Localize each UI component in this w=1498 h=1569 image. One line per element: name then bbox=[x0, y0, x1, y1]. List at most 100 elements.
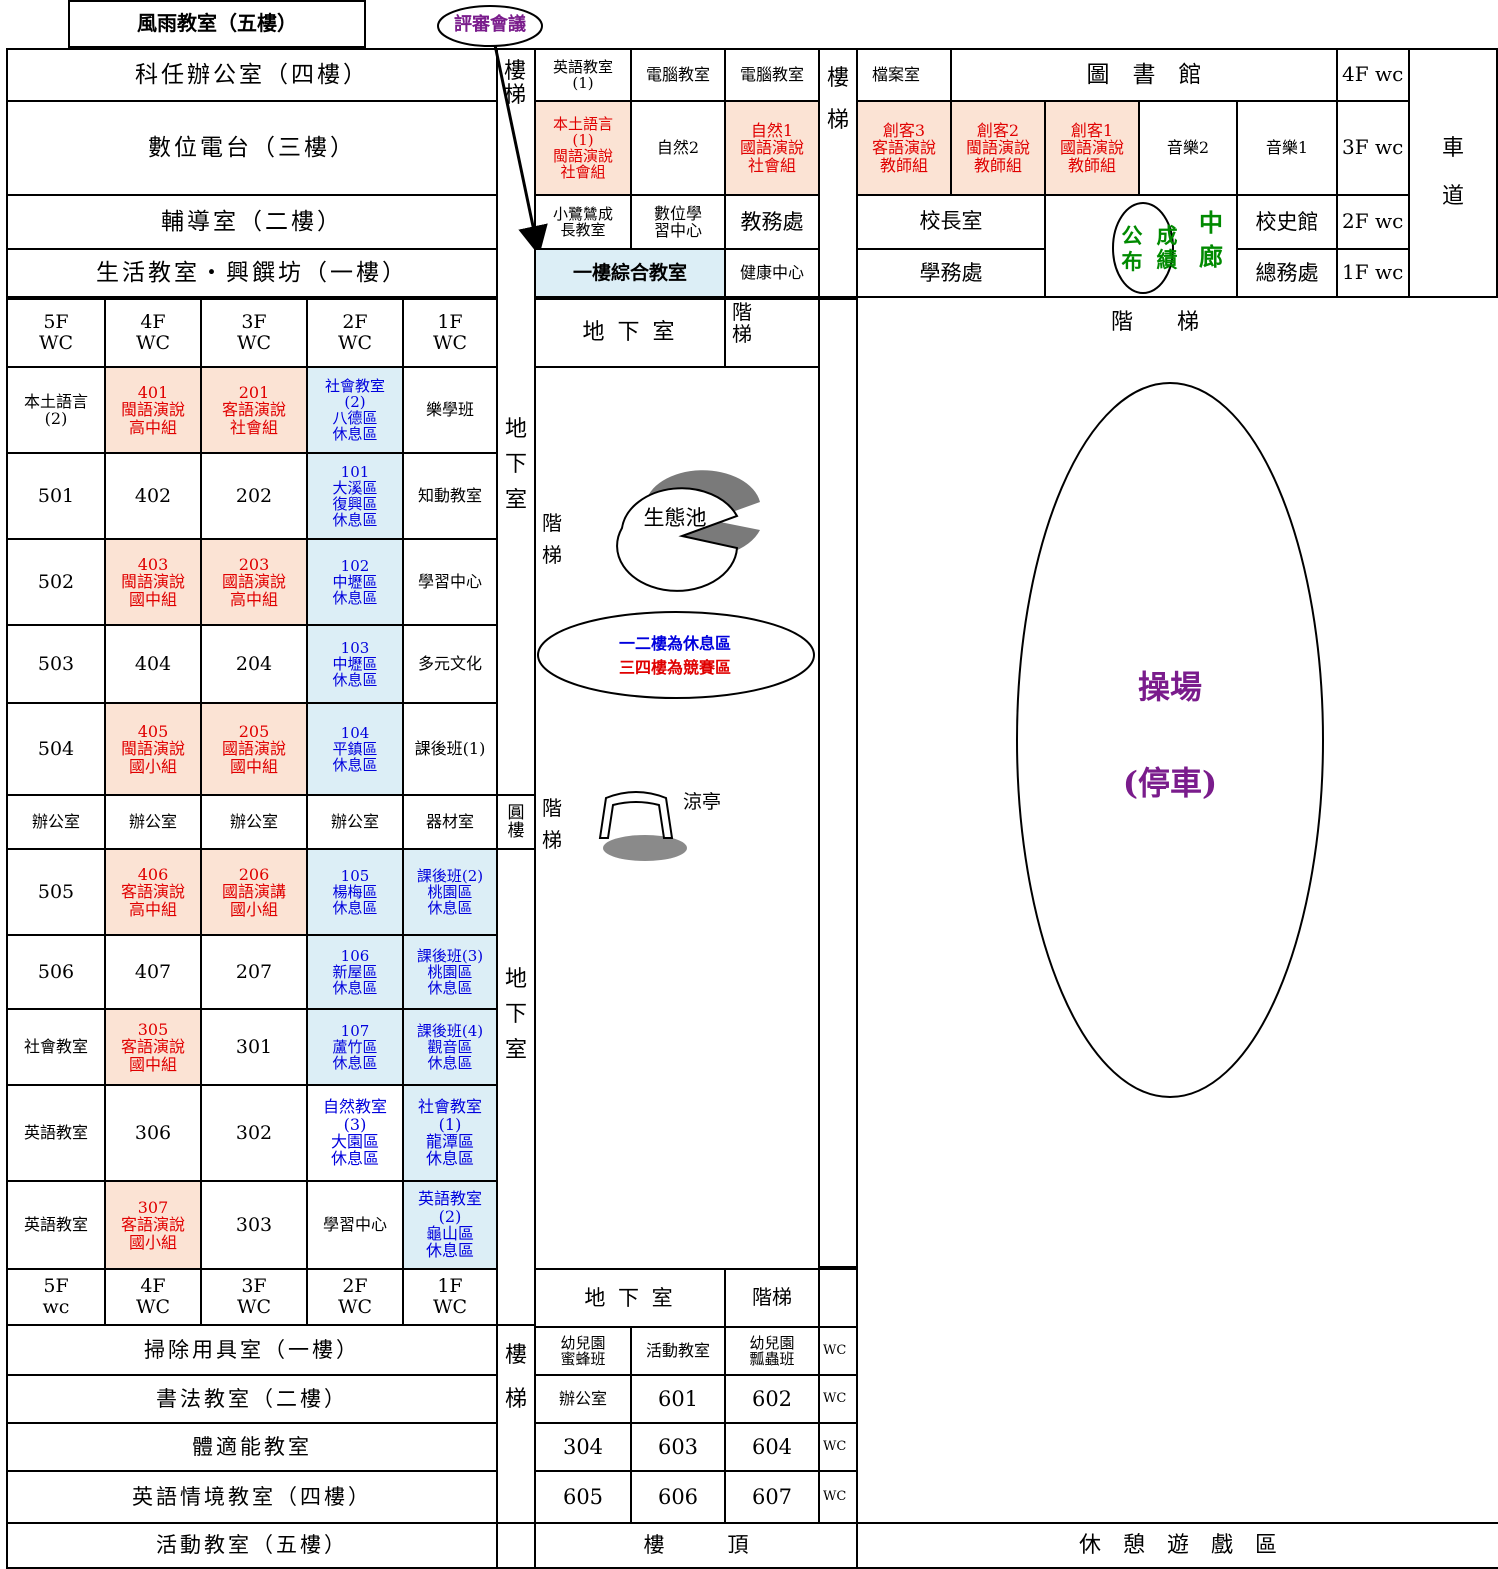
review-arrow bbox=[493, 44, 548, 256]
maker-room-2: 創客2 閩語演說 教師組 bbox=[950, 100, 1046, 196]
room-cell: 辦公室 bbox=[200, 794, 308, 850]
stairs-label: 階 梯 bbox=[1110, 310, 1199, 336]
wc-1f: 1F wc bbox=[1336, 248, 1410, 298]
stairs-label: 樓 梯 bbox=[504, 59, 527, 108]
basement-label: 地 下 室 bbox=[504, 967, 527, 1063]
room-cell: 器材室 bbox=[402, 794, 498, 850]
history-hall: 校史館 bbox=[1236, 194, 1338, 250]
room-cell: 502 bbox=[6, 538, 106, 626]
wc-3f: 3F wc bbox=[1336, 100, 1410, 196]
room-604: 604 bbox=[724, 1422, 820, 1472]
office: 辦公室 bbox=[534, 1374, 632, 1424]
room-cell: 社會教室 (1) 龍潭區 休息區 bbox=[402, 1084, 498, 1182]
grid-footer-4f: 4F WC bbox=[104, 1268, 202, 1326]
basement-room: 地 下 室 bbox=[534, 1268, 726, 1328]
archive-room: 檔案室 bbox=[856, 48, 952, 102]
pavilion-icon bbox=[598, 791, 674, 839]
pavilion-shadow bbox=[603, 835, 687, 861]
wc-2f: 2F wc bbox=[1336, 194, 1410, 250]
room-cell: 303 bbox=[200, 1180, 308, 1270]
room-cell: 樂學班 bbox=[402, 366, 498, 454]
room-cell: 403 閩語演說 國中組 bbox=[104, 538, 202, 626]
corridor-char: 中 bbox=[1199, 208, 1223, 238]
computer-room: 電腦教室 bbox=[630, 48, 726, 102]
room-607: 607 bbox=[724, 1470, 820, 1524]
room-cell: 104 平鎮區 休息區 bbox=[306, 702, 404, 796]
music-room-1: 音樂1 bbox=[1236, 100, 1338, 196]
kindergarten-ladybug: 幼兒園 瓢蟲班 bbox=[724, 1326, 820, 1376]
results-char: 公 bbox=[1121, 222, 1143, 248]
results-char: 成 bbox=[1156, 222, 1178, 248]
room-cell: 306 bbox=[104, 1084, 202, 1182]
room-605: 605 bbox=[534, 1470, 632, 1524]
room-cell: 505 bbox=[6, 848, 106, 936]
room-cell: 407 bbox=[104, 934, 202, 1010]
room-603: 603 bbox=[630, 1422, 726, 1472]
room-cell: 辦公室 bbox=[104, 794, 202, 850]
grid-header-3f: 3F WC bbox=[200, 298, 308, 368]
playground-label: 操場 bbox=[1137, 667, 1202, 706]
room-606: 606 bbox=[630, 1470, 726, 1524]
room-cell: 302 bbox=[200, 1084, 308, 1182]
life-classroom: 生活教室・興饌坊（一樓） bbox=[6, 248, 498, 298]
grid-header-4f: 4F WC bbox=[104, 298, 202, 368]
room-cell: 504 bbox=[6, 702, 106, 796]
room-601: 601 bbox=[630, 1374, 726, 1424]
room-cell: 課後班(2) 桃園區 休息區 bbox=[402, 848, 498, 936]
room-cell: 英語教室 (2) 龜山區 休息區 bbox=[402, 1180, 498, 1270]
wc: WC bbox=[818, 1326, 858, 1376]
fengyu-classroom: 風雨教室（五樓） bbox=[68, 0, 366, 48]
room-cell: 301 bbox=[200, 1008, 308, 1086]
ecological-pond: 生態池 bbox=[643, 505, 707, 530]
nature-2: 自然2 bbox=[630, 100, 726, 196]
room-cell: 自然教室 (3) 大園區 休息區 bbox=[306, 1084, 404, 1182]
health-center: 健康中心 bbox=[724, 248, 820, 298]
room-cell: 405 閩語演說 國小組 bbox=[104, 702, 202, 796]
driveway: 車 道 bbox=[1408, 48, 1498, 298]
round-building: 圓 樓 bbox=[496, 794, 536, 850]
room-cell: 英語教室 bbox=[6, 1084, 106, 1182]
grid-footer-1f: 1F WC bbox=[402, 1268, 498, 1326]
room-cell: 學習中心 bbox=[402, 538, 498, 626]
room-602: 602 bbox=[724, 1374, 820, 1424]
maker-room-1: 創客1 國語演說 教師組 bbox=[1044, 100, 1140, 196]
grid-header-1f: 1F WC bbox=[402, 298, 498, 368]
stairs-label: 樓 梯 bbox=[496, 1324, 536, 1524]
digital-learning-center: 數位學 習中心 bbox=[630, 194, 726, 250]
english-situation-room: 英語情境教室（四樓） bbox=[6, 1470, 498, 1524]
pond-shape bbox=[616, 487, 739, 592]
egret-room: 小鷺鷥成 長教室 bbox=[534, 194, 632, 250]
room-cell: 本土語言 (2) bbox=[6, 366, 106, 454]
corridor-strip bbox=[818, 298, 858, 1268]
music-room-2: 音樂2 bbox=[1138, 100, 1238, 196]
grid-footer-5f: 5F wc bbox=[6, 1268, 106, 1326]
native-language-1: 本土語言 (1) 閩語演說 社會組 bbox=[534, 100, 632, 196]
room-cell: 503 bbox=[6, 624, 106, 704]
room-cell: 107 蘆竹區 休息區 bbox=[306, 1008, 404, 1086]
room-cell: 506 bbox=[6, 934, 106, 1010]
stairs-label: 階梯 bbox=[724, 1268, 820, 1328]
rest-note-ellipse bbox=[537, 611, 815, 699]
room-cell: 103 中壢區 休息區 bbox=[306, 624, 404, 704]
room-cell: 501 bbox=[6, 452, 106, 540]
calligraphy-room: 書法教室（二樓） bbox=[6, 1374, 498, 1424]
rooftop: 樓 頂 bbox=[534, 1522, 858, 1569]
room-cell: 社會教室 (2) 八德區 休息區 bbox=[306, 366, 404, 454]
room-cell: 201 客語演說 社會組 bbox=[200, 366, 308, 454]
basement-room: 地 下 室 bbox=[534, 298, 726, 368]
room-cell: 206 國語演講 國小組 bbox=[200, 848, 308, 936]
field-ellipse bbox=[1016, 382, 1324, 1098]
grid-header-5f: 5F WC bbox=[6, 298, 106, 368]
room-cell: 202 bbox=[200, 452, 308, 540]
wc: WC bbox=[818, 1374, 858, 1424]
room-cell: 課後班(3) 桃園區 休息區 bbox=[402, 934, 498, 1010]
room-cell: 102 中壢區 休息區 bbox=[306, 538, 404, 626]
results-char: 布 bbox=[1121, 248, 1143, 274]
room-cell: 402 bbox=[104, 452, 202, 540]
review-meeting-label: 評審會議 bbox=[454, 14, 526, 36]
multi-purpose-room: 一樓綜合教室 bbox=[534, 248, 726, 298]
pavilion: 涼亭 bbox=[682, 790, 721, 813]
room-cell: 105 楊梅區 休息區 bbox=[306, 848, 404, 936]
digital-radio: 數位電台（三樓） bbox=[6, 100, 498, 196]
student-affairs: 學務處 bbox=[919, 260, 983, 285]
